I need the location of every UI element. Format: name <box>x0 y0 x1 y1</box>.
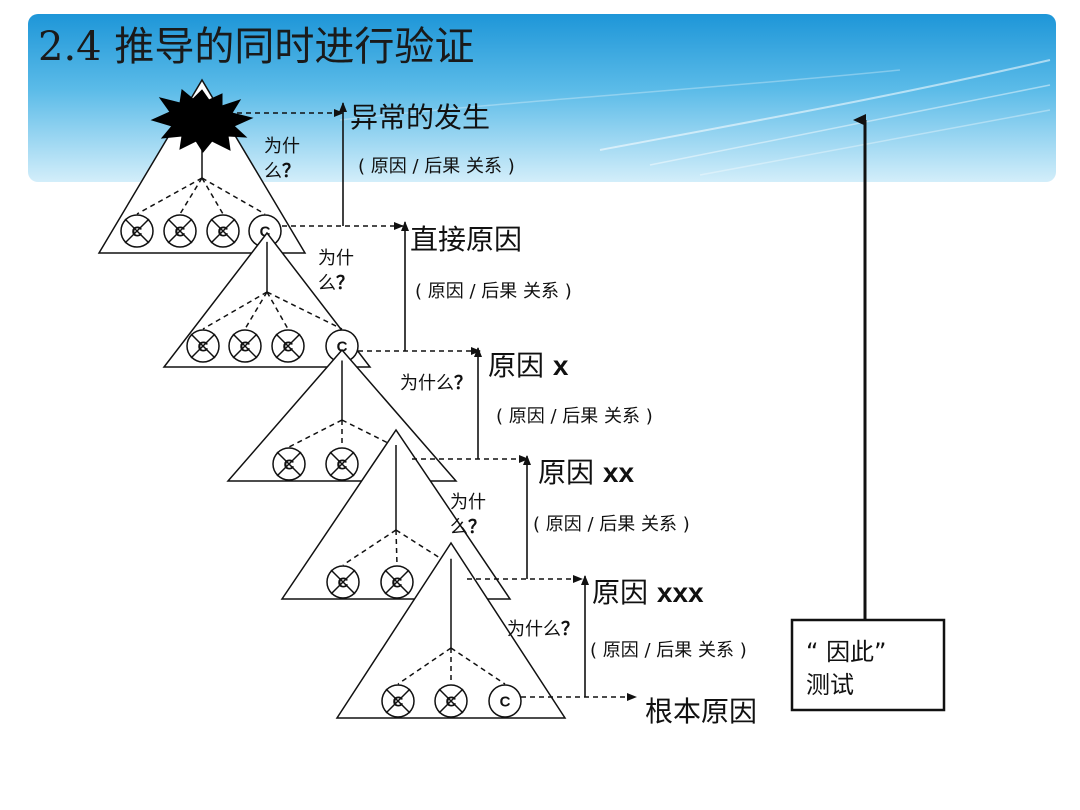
svg-text:C: C <box>337 339 348 356</box>
relation-label-5: ( 原因 / 后果 关系 ) <box>590 640 747 661</box>
anomaly-burst-icon <box>150 89 254 153</box>
svg-text:为什: 为什 <box>264 136 300 157</box>
why-label-1: 为什 么？ <box>264 136 300 182</box>
cause-triangle-1: CCCC <box>97 78 307 254</box>
relation-label-2: ( 原因 / 后果 关系 ) <box>415 281 572 302</box>
eliminated-cause-circle: C <box>228 329 262 363</box>
level-cause-xx: 原因 xx <box>538 456 634 489</box>
level-cause-xxx: 原因 xxx <box>592 576 704 609</box>
eliminated-cause-circle: C <box>326 565 360 599</box>
level-cause-x: 原因 x <box>488 349 569 382</box>
cause-triangle-2: CCCC <box>162 231 372 368</box>
svg-text:么？: 么？ <box>450 517 486 538</box>
eliminated-cause-circle: C <box>206 214 240 248</box>
svg-text:为什: 为什 <box>318 248 354 269</box>
labels: 异常的发生 直接原因 原因 x 原因 xx 原因 xxx 根本原因 ( 原因 /… <box>264 101 757 728</box>
cause-triangle-5: CCC <box>335 541 567 719</box>
eliminated-cause-circle: C <box>325 447 359 481</box>
page-title: 2.4 推导的同时进行验证 <box>38 24 474 70</box>
relation-label-4: ( 原因 / 后果 关系 ) <box>533 514 690 535</box>
eliminated-cause-circle: C <box>120 214 154 248</box>
svg-text:“ 因此”: “ 因此” <box>806 638 887 666</box>
level-root-cause: 根本原因 <box>645 695 757 728</box>
connectors <box>237 102 637 701</box>
svg-text:测试: 测试 <box>806 671 854 699</box>
relation-label-1: ( 原因 / 后果 关系 ) <box>358 156 515 177</box>
eliminated-cause-circle: C <box>272 447 306 481</box>
eliminated-cause-circle: C <box>163 214 197 248</box>
triangles: CCCCCCCCCCCCCCCCC <box>97 78 567 719</box>
eliminated-cause-circle: C <box>381 684 415 718</box>
svg-text:为什么？: 为什么？ <box>507 619 579 640</box>
why-label-5: 为什么？ <box>507 619 579 640</box>
active-cause-circle: C <box>488 684 522 718</box>
why-label-2: 为什 么？ <box>318 248 354 294</box>
eliminated-cause-circle: C <box>271 329 305 363</box>
svg-text:么？: 么？ <box>318 273 354 294</box>
svg-text:为什: 为什 <box>450 492 486 513</box>
level-direct-cause: 直接原因 <box>410 223 522 256</box>
relation-label-3: ( 原因 / 后果 关系 ) <box>496 406 653 427</box>
level-anomaly: 异常的发生 <box>350 101 490 134</box>
why-label-3: 为什么？ <box>400 373 472 394</box>
svg-text:C: C <box>260 224 271 241</box>
svg-text:么？: 么？ <box>264 161 300 182</box>
therefore-test-box: “ 因此” 测试 <box>790 618 946 712</box>
cause-triangle-3: CCC <box>226 348 458 482</box>
eliminated-cause-circle: C <box>434 684 468 718</box>
svg-text:为什么？: 为什么？ <box>400 373 472 394</box>
svg-text:C: C <box>500 694 511 711</box>
eliminated-cause-circle: C <box>186 329 220 363</box>
title-banner <box>28 14 1056 182</box>
why-label-4: 为什 么？ <box>450 492 486 538</box>
eliminated-cause-circle: C <box>380 565 414 599</box>
